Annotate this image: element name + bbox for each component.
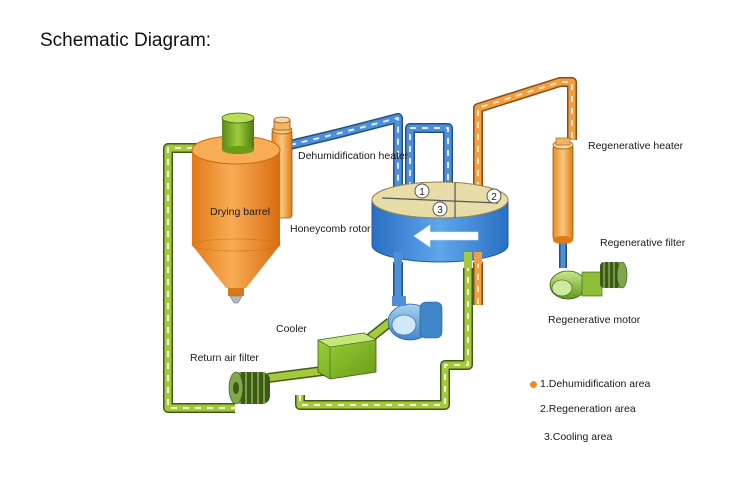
legend-item-1: 1.Dehumidification area — [540, 378, 651, 390]
zone-label-2: 2 — [491, 192, 497, 203]
legend-dot — [530, 381, 537, 388]
honeycomb-rotor — [371, 181, 509, 268]
label-dehumidification-heater: Dehumidification heater — [298, 150, 409, 162]
drying-barrel — [191, 112, 281, 304]
zone-marker-2 — [486, 188, 502, 204]
legend-item-2: 2.Regeneration area — [540, 403, 636, 415]
regenerative-filter — [600, 261, 628, 289]
zone-marker-3 — [432, 201, 448, 217]
zone-label-3: 3 — [437, 205, 443, 216]
label-regenerative-heater: Regenerative heater — [588, 140, 684, 152]
label-honeycomb-rotor: Honeycomb rotor — [290, 223, 371, 235]
zone-label-1: 1 — [419, 187, 425, 198]
legend-item-3: 3.Cooling area — [544, 431, 613, 443]
label-cooler: Cooler — [276, 323, 307, 335]
regenerative-motor — [549, 270, 603, 300]
process-blower — [387, 296, 443, 341]
label-regenerative-filter: Regenerative filter — [600, 237, 686, 249]
return-air-filter — [228, 371, 270, 405]
regenerative-heater — [552, 137, 574, 244]
dry-air-pipes — [288, 113, 453, 300]
cooler — [317, 332, 377, 380]
label-drying-barrel: Drying barrel — [210, 206, 271, 218]
zone-marker-1 — [414, 183, 430, 199]
rotor-zone-markers: 1 2 3 — [414, 183, 502, 217]
label-return-air-filter: Return air filter — [190, 352, 259, 364]
regeneration-pipes — [473, 77, 577, 305]
label-regenerative-motor: Regenerative motor — [548, 314, 641, 326]
page-title: Schematic Diagram: — [40, 30, 212, 51]
